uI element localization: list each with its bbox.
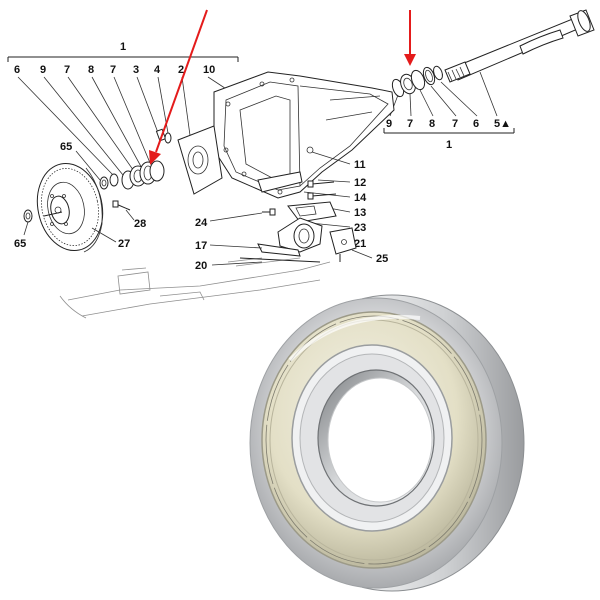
bracket-left <box>7 56 239 62</box>
callout-label: 17 <box>195 240 207 252</box>
callout-label: 2 <box>178 64 184 76</box>
leader-lines-flywheel <box>23 150 135 243</box>
callout-label: 24 <box>195 217 208 229</box>
callout-label: 8 <box>429 118 435 130</box>
callout-label: 20 <box>195 260 207 272</box>
callout-label: 5▲ <box>494 118 511 130</box>
front-rings <box>109 128 172 190</box>
callout-label: 65 <box>14 238 26 250</box>
leader-lines-right <box>389 71 498 117</box>
shaft-rings <box>391 65 443 98</box>
callout-label: 6 <box>14 64 20 76</box>
callout-label: 14 <box>354 192 367 204</box>
flywheel <box>36 162 104 253</box>
ball-bearing <box>249 294 525 592</box>
callout-label: 9 <box>386 118 392 130</box>
callout-label: 7 <box>407 118 413 130</box>
callout-label: 28 <box>134 218 146 230</box>
callout-label: 10 <box>203 64 215 76</box>
callout-label: 13 <box>354 207 366 219</box>
callout-label: 9 <box>40 64 46 76</box>
callout-label: 23 <box>354 222 366 234</box>
mount-brackets <box>239 201 357 263</box>
transmission-housing <box>213 71 395 199</box>
callout-label: 8 <box>88 64 94 76</box>
output-shaft <box>444 9 595 83</box>
bracket-right <box>383 128 515 134</box>
bolts <box>307 180 337 200</box>
callout-label: 7 <box>452 118 458 130</box>
leader-lines-mount <box>209 212 263 266</box>
callout-label: 1 <box>446 139 452 151</box>
callout-label: 3 <box>133 64 139 76</box>
arrow-right <box>404 10 416 66</box>
callout-label: 7 <box>64 64 70 76</box>
callout-label: 7 <box>110 64 116 76</box>
callout-label: 11 <box>354 159 366 171</box>
callout-label: 21 <box>354 238 366 250</box>
callout-label: 1 <box>120 41 126 53</box>
callout-label: 6 <box>473 118 479 130</box>
flange-plate <box>177 125 223 195</box>
chassis-sketch <box>59 257 331 319</box>
callout-label: 27 <box>118 238 130 250</box>
arrow-left <box>149 9 208 165</box>
callout-label: 65 <box>60 141 72 153</box>
callout-label: 4 <box>154 64 161 76</box>
callout-label: 12 <box>354 177 366 189</box>
small-washers <box>23 176 131 223</box>
callout-label: 25 <box>376 253 388 265</box>
